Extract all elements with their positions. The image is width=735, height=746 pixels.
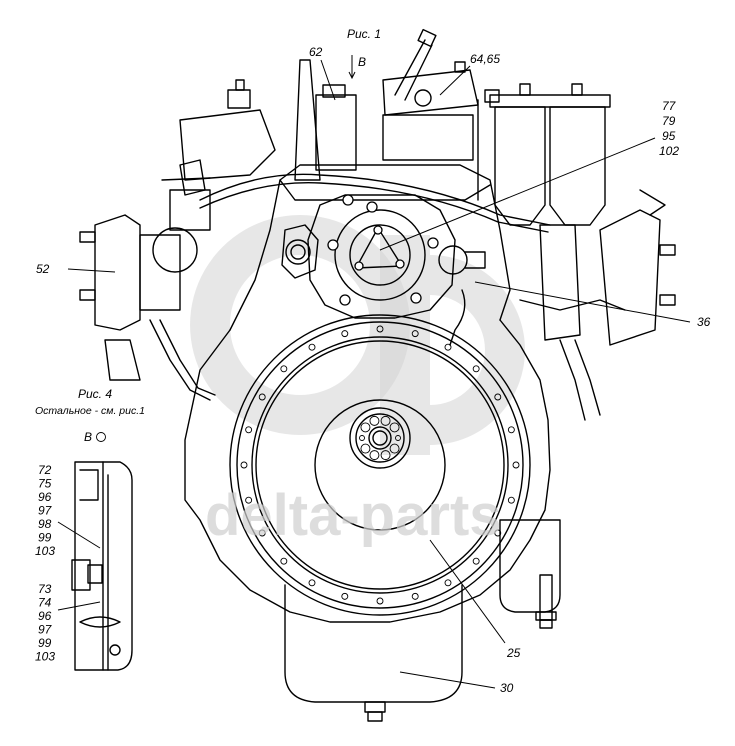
housing-bolt: [245, 426, 253, 434]
housing-bolt: [376, 597, 384, 605]
inset-callout: 74: [38, 596, 52, 610]
housing-bolt: [494, 393, 502, 401]
callout-36: 36: [697, 315, 711, 329]
hub-bolt-hole: [359, 435, 365, 441]
flywheel-housing: [184, 314, 551, 623]
watermark-logo: [190, 215, 525, 455]
housing-bolt: [512, 461, 520, 469]
housing-bolt: [472, 557, 480, 565]
inset-callout: 97: [38, 623, 53, 637]
oil-pan: [284, 584, 463, 722]
housing-bolts: [240, 325, 520, 605]
view-marker-label: B: [358, 55, 366, 69]
housing-bolt: [444, 343, 452, 351]
hub-bolt-hole: [380, 415, 391, 426]
inset-callout: 96: [38, 490, 52, 504]
inset-callout: 96: [38, 609, 52, 623]
housing-bolt: [341, 330, 349, 338]
inset-view: [71, 461, 133, 671]
callout-25: 25: [506, 646, 521, 660]
left-turbo-manifold: [79, 79, 276, 401]
inset-callout: 72: [38, 463, 52, 477]
housing-bolt: [444, 579, 452, 587]
hub-bolt-hole: [389, 422, 400, 433]
callout-77: 77: [662, 99, 677, 113]
housing-bolt: [494, 529, 502, 537]
housing-bolt: [240, 461, 248, 469]
hub-bolt-hole: [380, 450, 391, 461]
hub-bolt-hole: [360, 422, 371, 433]
callout-52: 52: [36, 262, 50, 276]
housing-bolt: [258, 529, 266, 537]
flywheel-hub: [349, 407, 411, 469]
housing-bolt: [280, 365, 288, 373]
inset-callout: 99: [38, 531, 52, 545]
right-turbo: [519, 189, 676, 421]
hub-bolt-hole: [360, 443, 371, 454]
housing-bolt: [411, 592, 419, 600]
hub-bolt-hole: [369, 415, 380, 426]
inset-callout: 99: [38, 636, 52, 650]
callout-30: 30: [500, 681, 514, 695]
inset-note: Остальное - см. рис.1: [35, 405, 145, 417]
hub-bolt-hole: [369, 450, 380, 461]
inset-callout: 103: [35, 544, 55, 558]
top-compressor: [294, 28, 500, 181]
oil-filter: [499, 519, 561, 629]
housing-bolt: [472, 365, 480, 373]
fuel-filters: [477, 83, 611, 226]
callout-79: 79: [662, 114, 676, 128]
watermark-text: delta-parts: [205, 483, 502, 548]
housing-bolt: [245, 496, 253, 504]
housing-bolt: [341, 592, 349, 600]
inset-view-label: B: [84, 430, 92, 444]
inset-callout: 103: [35, 650, 55, 664]
housing-bolt: [376, 325, 384, 333]
main-figure-caption: Рис. 1: [347, 27, 381, 41]
housing-bolt: [308, 579, 316, 587]
hub-bolt-hole: [395, 435, 401, 441]
callout-95: 95: [662, 129, 676, 143]
circle-icon: [96, 432, 106, 442]
callout-102: 102: [659, 144, 679, 158]
housing-bolt: [507, 426, 515, 434]
housing-bolt: [308, 343, 316, 351]
callout-64-65: 64,65: [470, 52, 500, 66]
callout-62: 62: [309, 45, 323, 59]
inset-callout: 98: [38, 517, 52, 531]
housing-bolt: [411, 330, 419, 338]
housing-bolt: [280, 557, 288, 565]
leader-lines: [57, 55, 691, 689]
pipes: [161, 173, 551, 233]
inset-callout: 97: [38, 504, 53, 518]
hub-bolt-hole: [389, 443, 400, 454]
housing-bolt: [258, 393, 266, 401]
housing-bolt: [507, 496, 515, 504]
inset-callout: 73: [38, 582, 52, 596]
inset-figure-caption: Рис. 4: [78, 387, 112, 401]
inset-callout: 75: [38, 477, 52, 491]
